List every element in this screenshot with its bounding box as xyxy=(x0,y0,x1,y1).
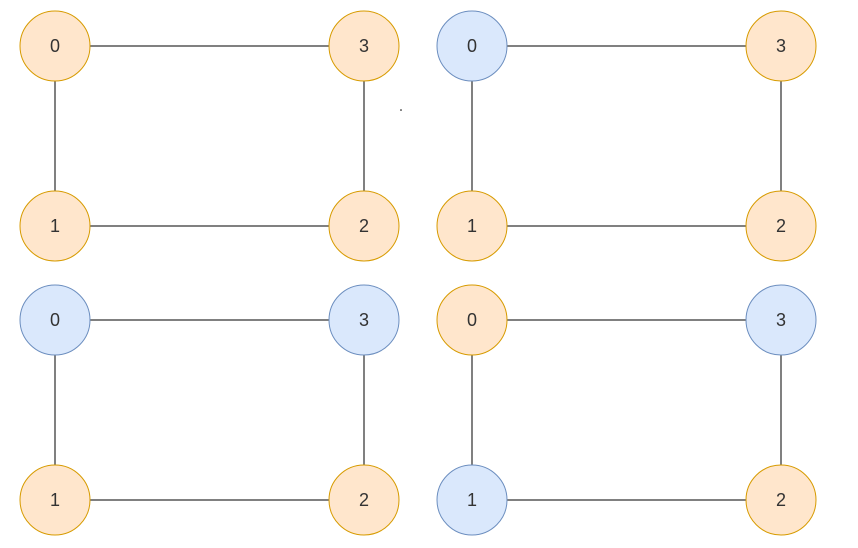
node-3-circle xyxy=(745,10,817,82)
graphs-layer: 0 3 1 2 0 3 1 2 0 3 1 2 0 3 1 2 xyxy=(19,10,817,536)
graph-bottom-left: 0 3 1 2 xyxy=(19,284,400,536)
node-0-circle xyxy=(19,284,91,356)
graph-top-right: 0 3 1 2 xyxy=(436,10,817,262)
node-0-label: 0 xyxy=(50,36,60,56)
node-0-circle xyxy=(436,284,508,356)
node-1-circle xyxy=(19,464,91,536)
node-2-label: 2 xyxy=(359,490,369,510)
node-0-circle xyxy=(436,10,508,82)
node-2-label: 2 xyxy=(359,216,369,236)
node-3-label: 3 xyxy=(776,36,786,56)
node-2-circle xyxy=(745,464,817,536)
node-1-circle xyxy=(436,464,508,536)
node-3-label: 3 xyxy=(359,310,369,330)
node-3-label: 3 xyxy=(359,36,369,56)
node-2-circle xyxy=(328,190,400,262)
node-1-circle xyxy=(436,190,508,262)
node-1-circle xyxy=(19,190,91,262)
node-1-label: 1 xyxy=(467,490,477,510)
node-3-label: 3 xyxy=(776,310,786,330)
node-3-circle xyxy=(328,10,400,82)
node-1-label: 1 xyxy=(50,216,60,236)
node-3-circle xyxy=(328,284,400,356)
node-0-label: 0 xyxy=(467,36,477,56)
node-2-label: 2 xyxy=(776,216,786,236)
node-1-label: 1 xyxy=(467,216,477,236)
node-0-label: 0 xyxy=(467,310,477,330)
node-0-label: 0 xyxy=(50,310,60,330)
node-1-label: 1 xyxy=(50,490,60,510)
node-2-label: 2 xyxy=(776,490,786,510)
node-2-circle xyxy=(745,190,817,262)
node-3-circle xyxy=(745,284,817,356)
graph-top-left: 0 3 1 2 xyxy=(19,10,400,262)
node-0-circle xyxy=(19,10,91,82)
graph-bottom-right: 0 3 1 2 xyxy=(436,284,817,536)
node-2-circle xyxy=(328,464,400,536)
stray-dot xyxy=(400,109,402,111)
